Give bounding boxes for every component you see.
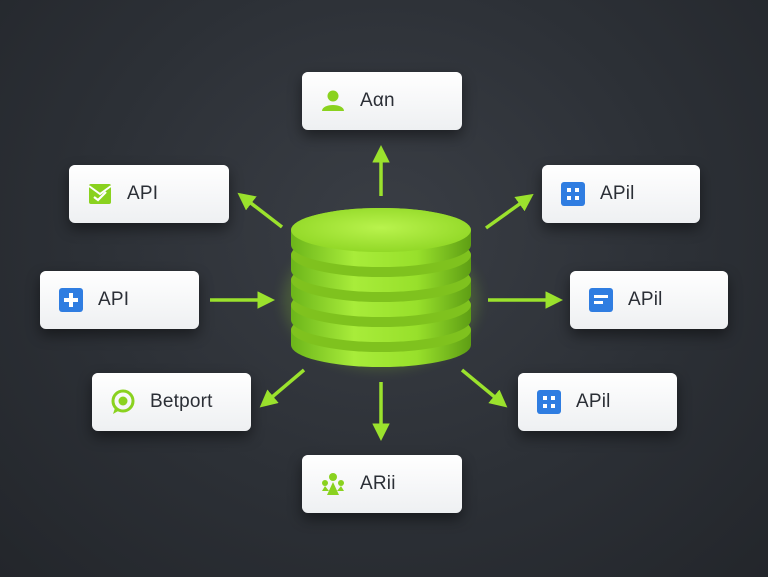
node-label: API (98, 289, 130, 310)
node-top[interactable]: Aαn (302, 72, 462, 130)
chat-bubble-icon (110, 389, 136, 415)
people-network-icon (320, 471, 346, 497)
node-right-3[interactable]: APil (518, 373, 677, 431)
node-label: Aαn (360, 90, 395, 111)
arrow-to-right-3 (460, 368, 508, 408)
node-label: ARii (360, 473, 396, 494)
grid-square-icon (560, 181, 586, 207)
node-label: APil (576, 391, 611, 412)
arrow-to-left-1 (237, 192, 284, 229)
arrow-to-left-3 (259, 368, 306, 408)
db-disk-1 (291, 208, 471, 267)
node-right-1[interactable]: APil (542, 165, 700, 223)
node-label: Betport (150, 391, 213, 412)
plus-square-icon (58, 287, 84, 313)
arrow-to-right-1 (484, 193, 534, 230)
grid-square-icon (536, 389, 562, 415)
person-icon (320, 88, 346, 114)
envelope-check-icon (87, 181, 113, 207)
node-right-2[interactable]: APil (570, 271, 728, 329)
list-square-icon (588, 287, 614, 313)
node-left-1[interactable]: API (69, 165, 229, 223)
node-bottom[interactable]: ARii (302, 455, 462, 513)
node-left-3[interactable]: Betport (92, 373, 251, 431)
node-left-2[interactable]: API (40, 271, 199, 329)
node-label: APil (600, 183, 635, 204)
node-label: API (127, 183, 159, 204)
node-label: APil (628, 289, 663, 310)
